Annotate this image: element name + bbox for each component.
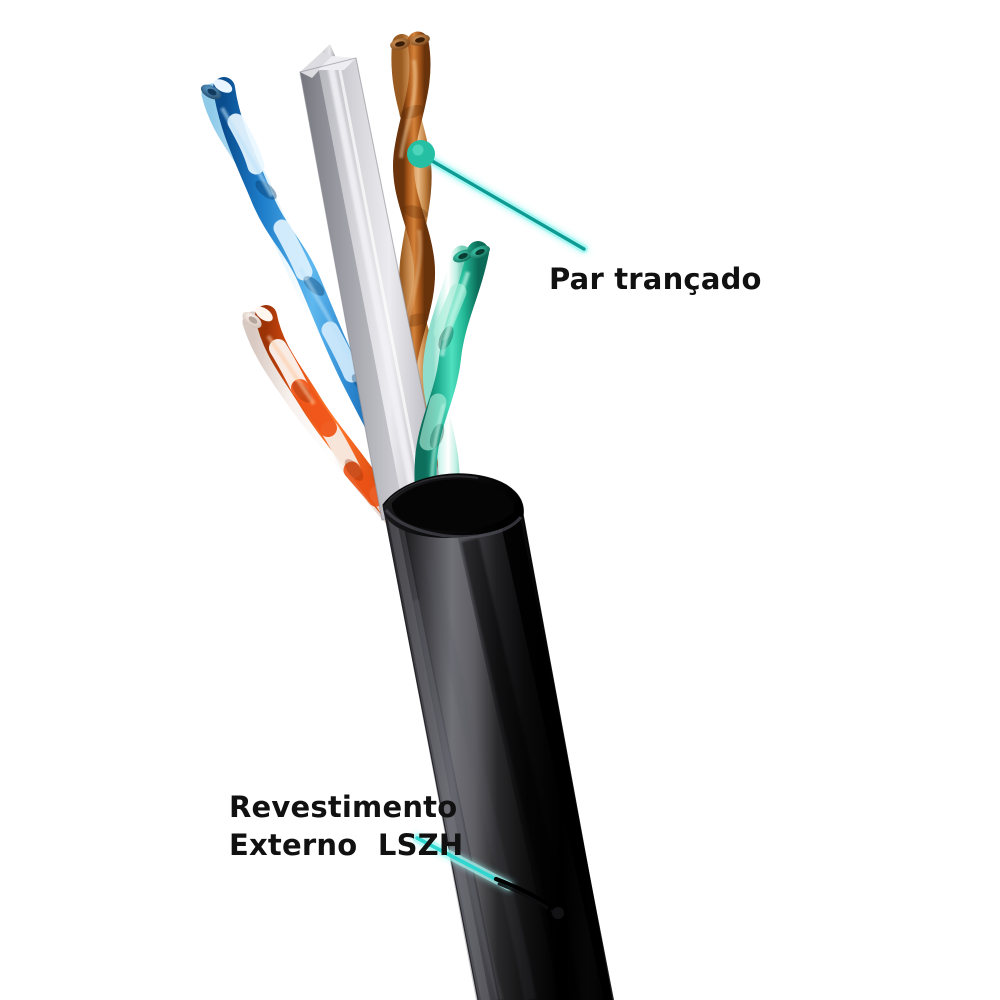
- label-revestimento-line-2: Externo LSZH: [229, 828, 464, 863]
- callout-par-trancado: [407, 140, 588, 253]
- callout-revestimento-externo: [412, 833, 570, 925]
- leader-marker-revestimento: [546, 901, 570, 925]
- leader-line-revestimento: [415, 836, 511, 888]
- spline-separator: [299, 44, 445, 521]
- cable-jacket-lszh: [382, 473, 614, 1000]
- leader-line-par-trancado: [425, 156, 586, 251]
- label-revestimento-line-1: Revestimento: [229, 790, 458, 824]
- label-par-trancado: Par trançado: [549, 262, 762, 296]
- twisted-pairs-group: [200, 31, 490, 537]
